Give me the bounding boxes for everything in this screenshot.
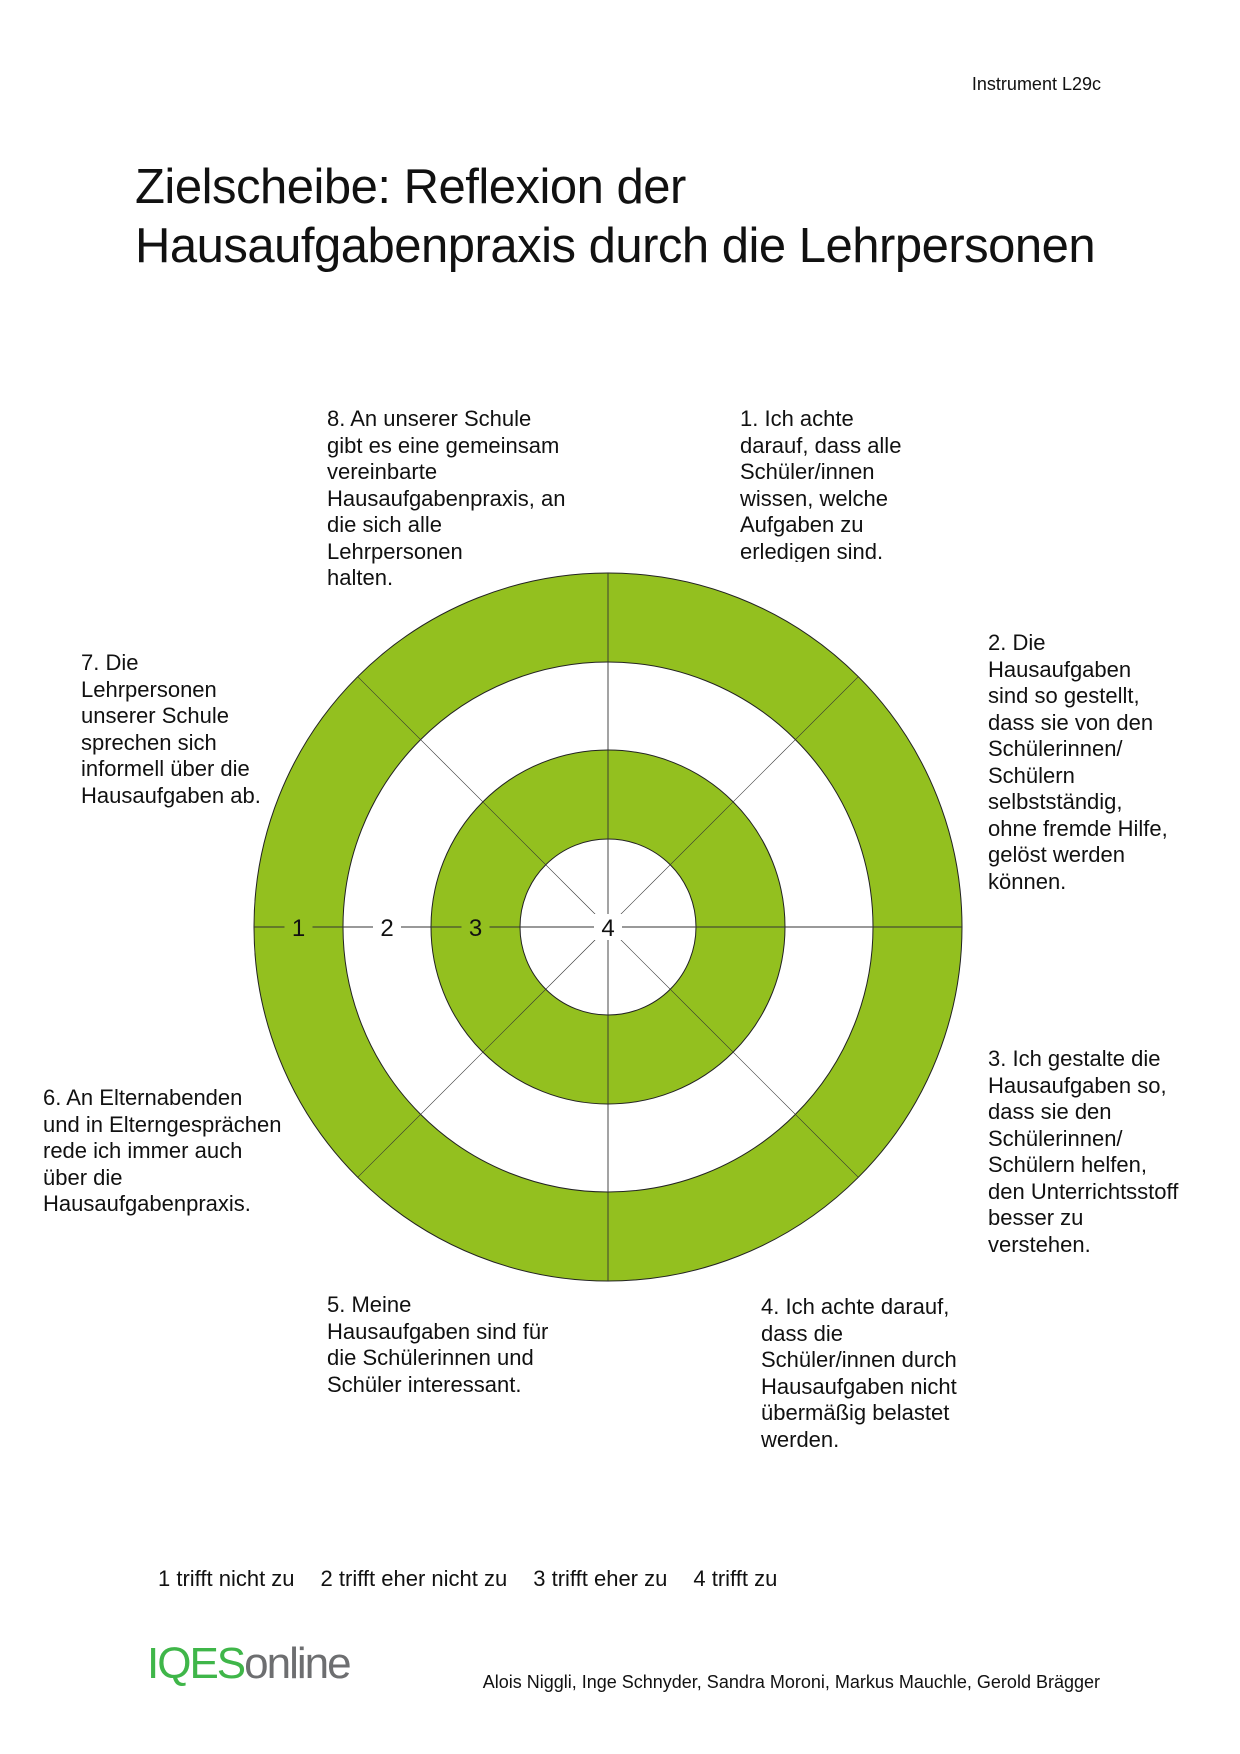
scale-legend: 1 trifft nicht zu 2 trifft eher nicht zu…: [158, 1566, 803, 1592]
instrument-label: Instrument L29c: [971, 74, 1101, 94]
authors: Alois Niggli, Inge Schnyder, Sandra Moro…: [482, 1672, 1100, 1692]
scale-label-3: 3: [469, 915, 482, 942]
legend-3: 3 trifft eher zu: [533, 1566, 668, 1591]
title-line-2: Hausaufgabenpraxis durch die Lehrpersone…: [135, 219, 1096, 273]
scale-label-bg: [373, 914, 401, 940]
item-8: 8. An unserer Schule gibt es eine gemein…: [327, 406, 566, 590]
page-title: Zielscheibe: Reflexion der Hausaufgabenp…: [135, 158, 1096, 276]
item-3: 3. Ich gestalte die Hausaufgaben so, das…: [988, 1046, 1179, 1257]
scale-label-4: 4: [601, 915, 614, 942]
spoke-line: [607, 676, 859, 928]
spoke-line: [357, 926, 609, 1178]
item-2: 2. Die Hausaufgaben sind so gestellt, da…: [988, 630, 1168, 894]
legend-1: 1 trifft nicht zu: [158, 1566, 295, 1591]
item-4: 4. Ich achte darauf, dass die Schüler/in…: [761, 1294, 957, 1452]
spoke-line: [357, 676, 609, 928]
logo-online: online: [244, 1639, 351, 1688]
item-7: 7. Die Lehrpersonen unserer Schule sprec…: [81, 650, 261, 808]
scale-label-1: 1: [292, 915, 305, 942]
logo-iqes: IQES: [147, 1639, 246, 1688]
item-5: 5. Meine Hausaufgaben sind für die Schül…: [327, 1292, 549, 1397]
title-line-1: Zielscheibe: Reflexion der: [135, 160, 686, 214]
iqes-logo: IQESonline: [147, 1639, 352, 1688]
legend-4: 4 trifft zu: [693, 1566, 778, 1591]
scale-label-2: 2: [380, 915, 393, 942]
legend-2: 2 trifft eher nicht zu: [320, 1566, 508, 1591]
spoke-line: [607, 926, 859, 1178]
scale-label-bg: [284, 914, 313, 940]
scale-label-bg: [594, 914, 622, 940]
scale-label-bg: [461, 914, 490, 940]
item-6: 6. An Elternabenden und in Elterngespräc…: [43, 1085, 282, 1216]
item-1: 1. Ich achte darauf, dass alle Schüler/i…: [740, 406, 902, 562]
